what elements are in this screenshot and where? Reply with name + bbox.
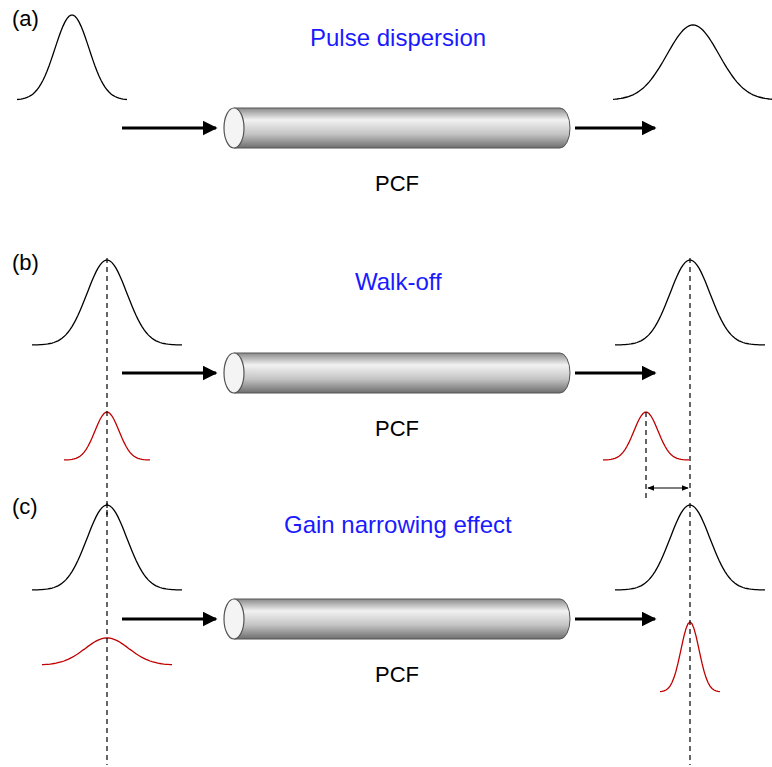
fiber-label: PCF: [222, 173, 572, 195]
panel-letter: (b): [12, 252, 39, 274]
panel-letter: (a): [12, 8, 39, 30]
panel-title: Gain narrowing effect: [284, 513, 512, 537]
flow-arrows: [122, 128, 655, 619]
panel-title: Walk-off: [355, 270, 442, 294]
walkoff-arrow: [648, 487, 688, 488]
cylinder-shape: [222, 106, 572, 150]
fiber-cylinder: PCF: [222, 351, 572, 444]
cylinder-shape: [222, 597, 572, 641]
cylinder-shape: [222, 351, 572, 395]
pulse-curve: [64, 412, 150, 460]
fiber-cylinder: PCF: [222, 597, 572, 690]
fiber-label: PCF: [222, 418, 572, 440]
panel-letter: (c): [12, 496, 38, 518]
fiber-label: PCF: [222, 664, 572, 686]
fiber-cylinder: PCF: [222, 106, 572, 199]
pulse-curve: [613, 25, 772, 99]
pulse-curves: [17, 15, 772, 692]
dashed-markers: [107, 258, 690, 765]
panel-title: Pulse dispersion: [310, 26, 486, 50]
